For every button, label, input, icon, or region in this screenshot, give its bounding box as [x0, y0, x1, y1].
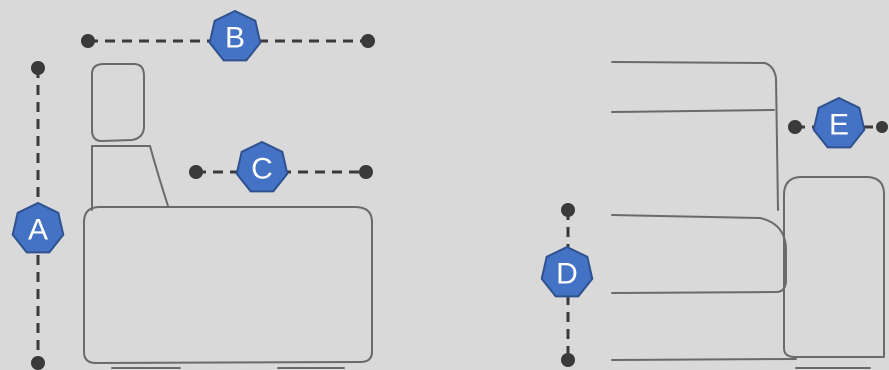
badge-d-label: D: [556, 258, 578, 291]
badge-c-shape: [235, 140, 289, 193]
badge-e-shape: [812, 96, 866, 149]
backrest-outline: [91, 145, 169, 207]
seat-body-outline: [83, 206, 373, 364]
front-view-sofa: [611, 61, 885, 369]
endpoint-e-right: [876, 121, 888, 133]
badge-c: C: [235, 140, 289, 193]
badge-d-shape: [540, 245, 594, 298]
sofa-base-line: [611, 358, 797, 361]
armrest-outline: [783, 176, 885, 358]
badge-d: D: [540, 245, 594, 298]
backrest-cushion-line: [611, 109, 775, 113]
endpoint-b-left: [81, 34, 95, 48]
endpoint-c-right: [359, 165, 373, 179]
endpoint-c-left: [189, 165, 203, 179]
badge-b-label: B: [225, 22, 245, 55]
side-view-armchair: [83, 63, 373, 369]
dimension-lines: [36, 39, 884, 363]
badge-c-label: C: [251, 153, 273, 186]
badge-a: A: [11, 201, 65, 254]
endpoint-d-top: [561, 203, 575, 217]
badge-e-label: E: [829, 109, 849, 142]
seat-cushion-outline: [611, 214, 787, 294]
endpoint-a-bottom: [31, 356, 45, 370]
dimension-endpoints: [31, 34, 888, 370]
badge-b: B: [208, 9, 262, 62]
badge-a-label: A: [28, 214, 48, 247]
endpoint-e-left: [788, 120, 802, 134]
endpoint-a-top: [31, 61, 45, 75]
headrest-outline: [91, 63, 145, 142]
badge-e: E: [812, 96, 866, 149]
badge-a-shape: [11, 201, 65, 254]
endpoint-d-bottom: [561, 353, 575, 367]
endpoint-b-right: [361, 34, 375, 48]
backrest-top-outline: [611, 61, 779, 211]
badge-b-shape: [208, 9, 262, 62]
